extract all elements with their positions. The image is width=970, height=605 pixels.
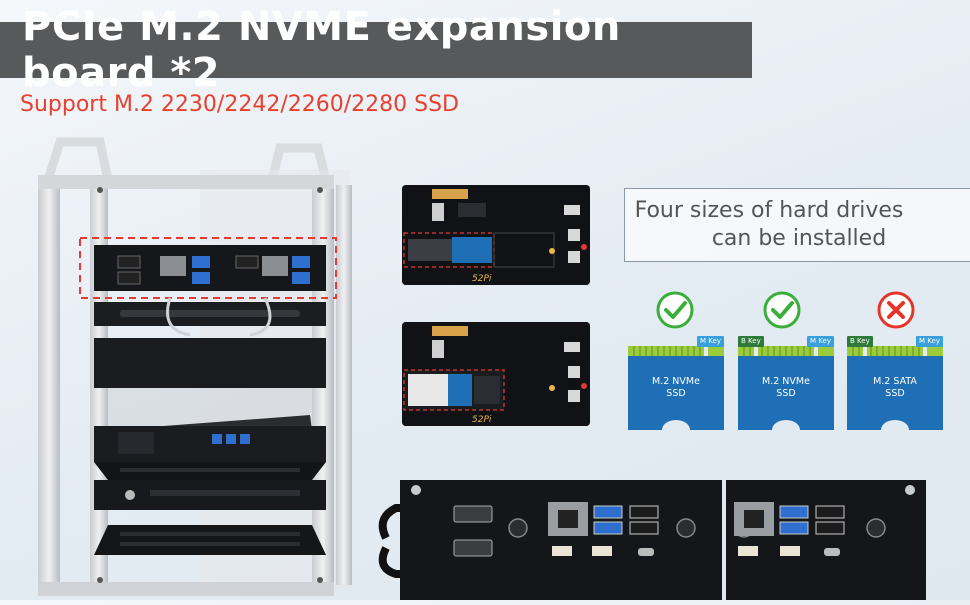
ssd-word: SSD — [885, 388, 905, 399]
page-title: PCIe M.2 NVME expansion board *2 — [22, 4, 621, 96]
key-tag: B Key — [738, 336, 764, 347]
ssd-nvme-mkey: M Key M.2 NVMe SSD — [628, 336, 724, 430]
key-tag: B Key — [847, 336, 873, 347]
cross-icon — [876, 290, 916, 330]
ssd-word: SSD — [776, 388, 796, 399]
server-rack-image — [0, 130, 370, 600]
ssd-type: M.2 NVMe — [762, 376, 810, 387]
callout-line-1: Four sizes of hard drives — [634, 198, 904, 223]
board-brand-2: 52Pi — [472, 415, 492, 425]
check-icon — [762, 290, 802, 330]
server-rack-illustration — [38, 137, 352, 596]
ssd-type: M.2 NVMe — [652, 376, 700, 387]
ssd-sata-bmkey: B Key M Key M.2 SATA SSD — [847, 336, 943, 430]
nvme-board-installed: 52Pi — [402, 322, 590, 426]
rack-front-panel-image — [376, 478, 936, 600]
ssd-nvme-bmkey: B Key M Key M.2 NVMe SSD — [738, 336, 834, 430]
board-brand-1: 52Pi — [472, 274, 492, 284]
callout-box: Four sizes of hard drives can be install… — [624, 188, 970, 262]
page-subtitle: Support M.2 2230/2242/2260/2280 SSD — [20, 92, 459, 117]
key-tag: M Key — [916, 336, 943, 347]
ssd-word: SSD — [666, 388, 686, 399]
key-tag: M Key — [697, 336, 724, 347]
title-bar: PCIe M.2 NVME expansion board *2 — [0, 4, 752, 96]
ssd-type: M.2 SATA — [873, 376, 917, 387]
check-icon — [655, 290, 695, 330]
nvme-board-empty: 52Pi — [402, 185, 590, 285]
callout-line-2: can be installed — [711, 226, 887, 251]
key-tag: M Key — [807, 336, 834, 347]
